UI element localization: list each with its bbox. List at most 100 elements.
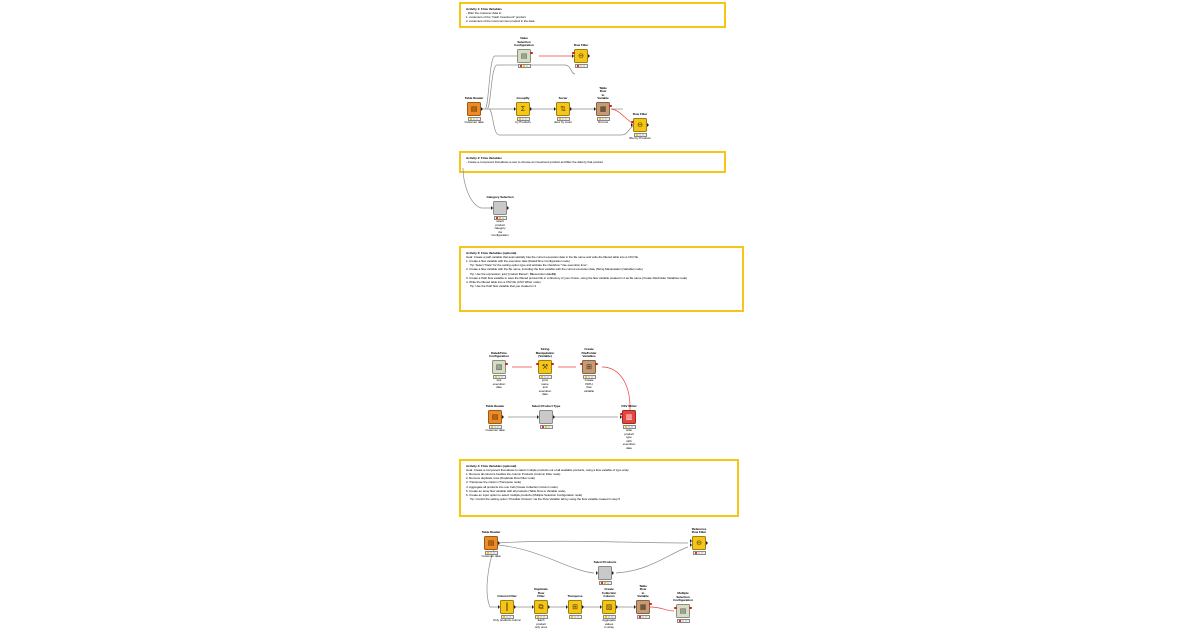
node-table-row-to-variable[interactable]: Table Row to Variable ▦ xyxy=(630,584,656,619)
activity-box-3: Activity 3: Flow Variables (optional) Go… xyxy=(459,246,744,312)
node-table-row-to-variable[interactable]: Table Row to Variable ▦ first row xyxy=(590,86,616,124)
node-subtitle: desc by count xyxy=(554,120,572,125)
node-title: Create File/Folder Variables xyxy=(581,347,597,359)
node-table-reader[interactable]: Table Reader ▤ Customer data xyxy=(461,97,487,124)
node-multiple-selection-configuration[interactable]: Multiple Selection Configuration ▤ xyxy=(670,591,696,623)
node-icon-select-product-type[interactable] xyxy=(537,410,555,424)
status-gray xyxy=(641,133,645,136)
node-title: Column Filter xyxy=(497,594,517,599)
node-title: Table Row to Variable xyxy=(597,85,609,101)
node-icon-groupby[interactable]: Σ xyxy=(514,102,532,116)
activity-1-title: Activity 1: Flow Variables xyxy=(466,7,502,11)
status-red xyxy=(519,64,523,67)
node-status xyxy=(538,375,552,379)
activity-3-line-4: Tip: Use the expression: join("product f… xyxy=(470,271,557,276)
status-gray xyxy=(475,117,479,120)
node-status xyxy=(517,64,531,68)
data-out-port xyxy=(569,107,572,111)
activity-3-line-1: 1. Create a flow variable with the execu… xyxy=(466,259,570,264)
node-select-products[interactable]: Select Products xyxy=(592,561,618,585)
node-create-collection-column[interactable]: Create Collection Column ▨ Aggregate val… xyxy=(596,587,622,629)
node-icon-table-row-to-variable[interactable]: ▦ xyxy=(634,600,652,614)
status-gray xyxy=(604,117,608,120)
node-icon-multiple-selection-configuration[interactable]: ▤ xyxy=(674,604,692,618)
node-table-reader[interactable]: Table Reader ▤ Customer data xyxy=(478,531,504,558)
status-yellow xyxy=(570,615,574,618)
node-row-filter-bottom[interactable]: Row Filter ⊖ filter by Products xyxy=(627,113,653,140)
data-out-port xyxy=(513,605,516,609)
node-icon-reference-row-filter[interactable]: ⊖ xyxy=(690,536,708,550)
variable-out-port xyxy=(595,362,598,366)
folder-icon: ⊞ xyxy=(586,363,592,371)
data-in-port xyxy=(566,605,569,609)
node-transpose[interactable]: Transpose ⊞ xyxy=(562,595,588,619)
node-icon-value-selection[interactable]: ▤ xyxy=(517,49,533,63)
sigma-icon: Σ xyxy=(520,105,526,113)
status-gray xyxy=(700,551,704,554)
node-icon-date-time-configuration[interactable]: ▧ xyxy=(492,360,508,374)
status-gray xyxy=(497,375,501,378)
node-icon-transpose[interactable]: ⊞ xyxy=(566,600,584,614)
data-in-port xyxy=(532,605,535,609)
node-column-filter[interactable]: Column Filter ║ Only products column xyxy=(493,595,521,622)
node-duplicate-row-filter[interactable]: Duplicate Row Filter ⧉ Each product only… xyxy=(528,587,554,629)
node-csv-writer[interactable]: CSV Writer ▥ write product type with exe… xyxy=(616,405,642,449)
data-in-port xyxy=(596,571,599,575)
status-yellow xyxy=(494,375,498,378)
node-value-selection-configuration[interactable]: Value Selection Configuration ▤ xyxy=(511,36,537,68)
node-groupby[interactable]: GroupBy Σ by Products xyxy=(510,97,536,124)
node-icon-string-manipulation[interactable]: ⚒ xyxy=(536,360,554,374)
activity-3-line-3: 2. Create a flow variable with the file … xyxy=(466,267,643,272)
data-in-port xyxy=(600,605,603,609)
node-date-time-configuration[interactable]: Date&Time Configuration ▧ test execution… xyxy=(486,351,512,389)
node-icon-duplicate-row-filter[interactable]: ⧉ xyxy=(532,600,550,614)
node-icon-sorter[interactable]: ⇅ xyxy=(554,102,572,116)
node-icon-table-reader[interactable]: ▤ xyxy=(488,410,504,424)
activity-2-line-0: - Create a component that allows a user … xyxy=(466,160,603,165)
activity-4-line-5: 5. Create an array flow variable with al… xyxy=(466,488,566,493)
data-out-port xyxy=(587,54,590,58)
workflow-3: Date&Time Configuration ▧ test execution… xyxy=(470,345,650,449)
status-gray xyxy=(610,615,614,618)
node-row-filter-top[interactable]: Row Filter ⊖ xyxy=(568,44,594,68)
status-red xyxy=(600,581,604,584)
node-table-reader[interactable]: Table Reader ▤ Customer data xyxy=(482,405,508,432)
node-icon-table-reader[interactable]: ▤ xyxy=(467,102,483,116)
filter-icon: ⊖ xyxy=(696,539,702,547)
activity-box-1: Activity 1: Flow Variables - Filter the … xyxy=(459,2,726,28)
status-red xyxy=(541,425,545,428)
status-yellow xyxy=(584,375,588,378)
node-string-manipulation-variable[interactable]: String Manipulation (Variable) ⚒ joins n… xyxy=(532,347,558,395)
node-icon-create-file-folder-variables[interactable]: ⊞ xyxy=(580,360,598,374)
status-gray xyxy=(489,551,493,554)
node-status xyxy=(574,64,588,68)
node-title: Reference Row Filter xyxy=(691,526,707,535)
node-sorter[interactable]: Sorter ⇅ desc by count xyxy=(550,97,576,124)
activity-1-line-0: - Filter the customer data to xyxy=(466,11,502,16)
sort-icon: ⇅ xyxy=(560,105,566,113)
node-icon-row-filter[interactable]: ⊖ xyxy=(631,118,649,132)
status-gray xyxy=(681,619,685,622)
activity-3-title: Activity 3: Flow Variables (optional) xyxy=(466,251,517,255)
wrench-icon: ⚒ xyxy=(541,363,549,371)
node-title: Row Filter xyxy=(573,43,589,48)
node-icon-row-filter[interactable]: ⊖ xyxy=(572,49,590,63)
node-icon-category-selection[interactable] xyxy=(491,201,509,215)
status-gray xyxy=(601,117,605,120)
node-icon-table-reader[interactable]: ▤ xyxy=(484,536,500,550)
node-icon-column-filter[interactable]: ║ xyxy=(498,600,516,614)
node-subtitle: by Products xyxy=(515,120,531,125)
node-icon-create-collection-column[interactable]: ▨ xyxy=(600,600,618,614)
data-out-port xyxy=(615,605,618,609)
node-reference-row-filter[interactable]: Reference Row Filter ⊖ xyxy=(686,527,712,555)
node-create-file-folder-variables[interactable]: Create File/Folder Variables ⊞ Create PA… xyxy=(576,347,602,392)
status-gray xyxy=(496,425,500,428)
node-icon-select-products[interactable] xyxy=(596,566,614,580)
node-select-product-type[interactable]: Select Product Type xyxy=(532,405,560,429)
node-category-selection[interactable]: Category Selection select product catego… xyxy=(486,196,513,237)
node-subtitle: Customer data xyxy=(485,428,505,433)
node-icon-csv-writer[interactable]: ▥ xyxy=(620,410,636,424)
status-gray xyxy=(546,375,550,378)
node-icon-table-row-to-variable[interactable]: ▦ xyxy=(594,102,612,116)
collection-icon: ▨ xyxy=(605,603,613,611)
